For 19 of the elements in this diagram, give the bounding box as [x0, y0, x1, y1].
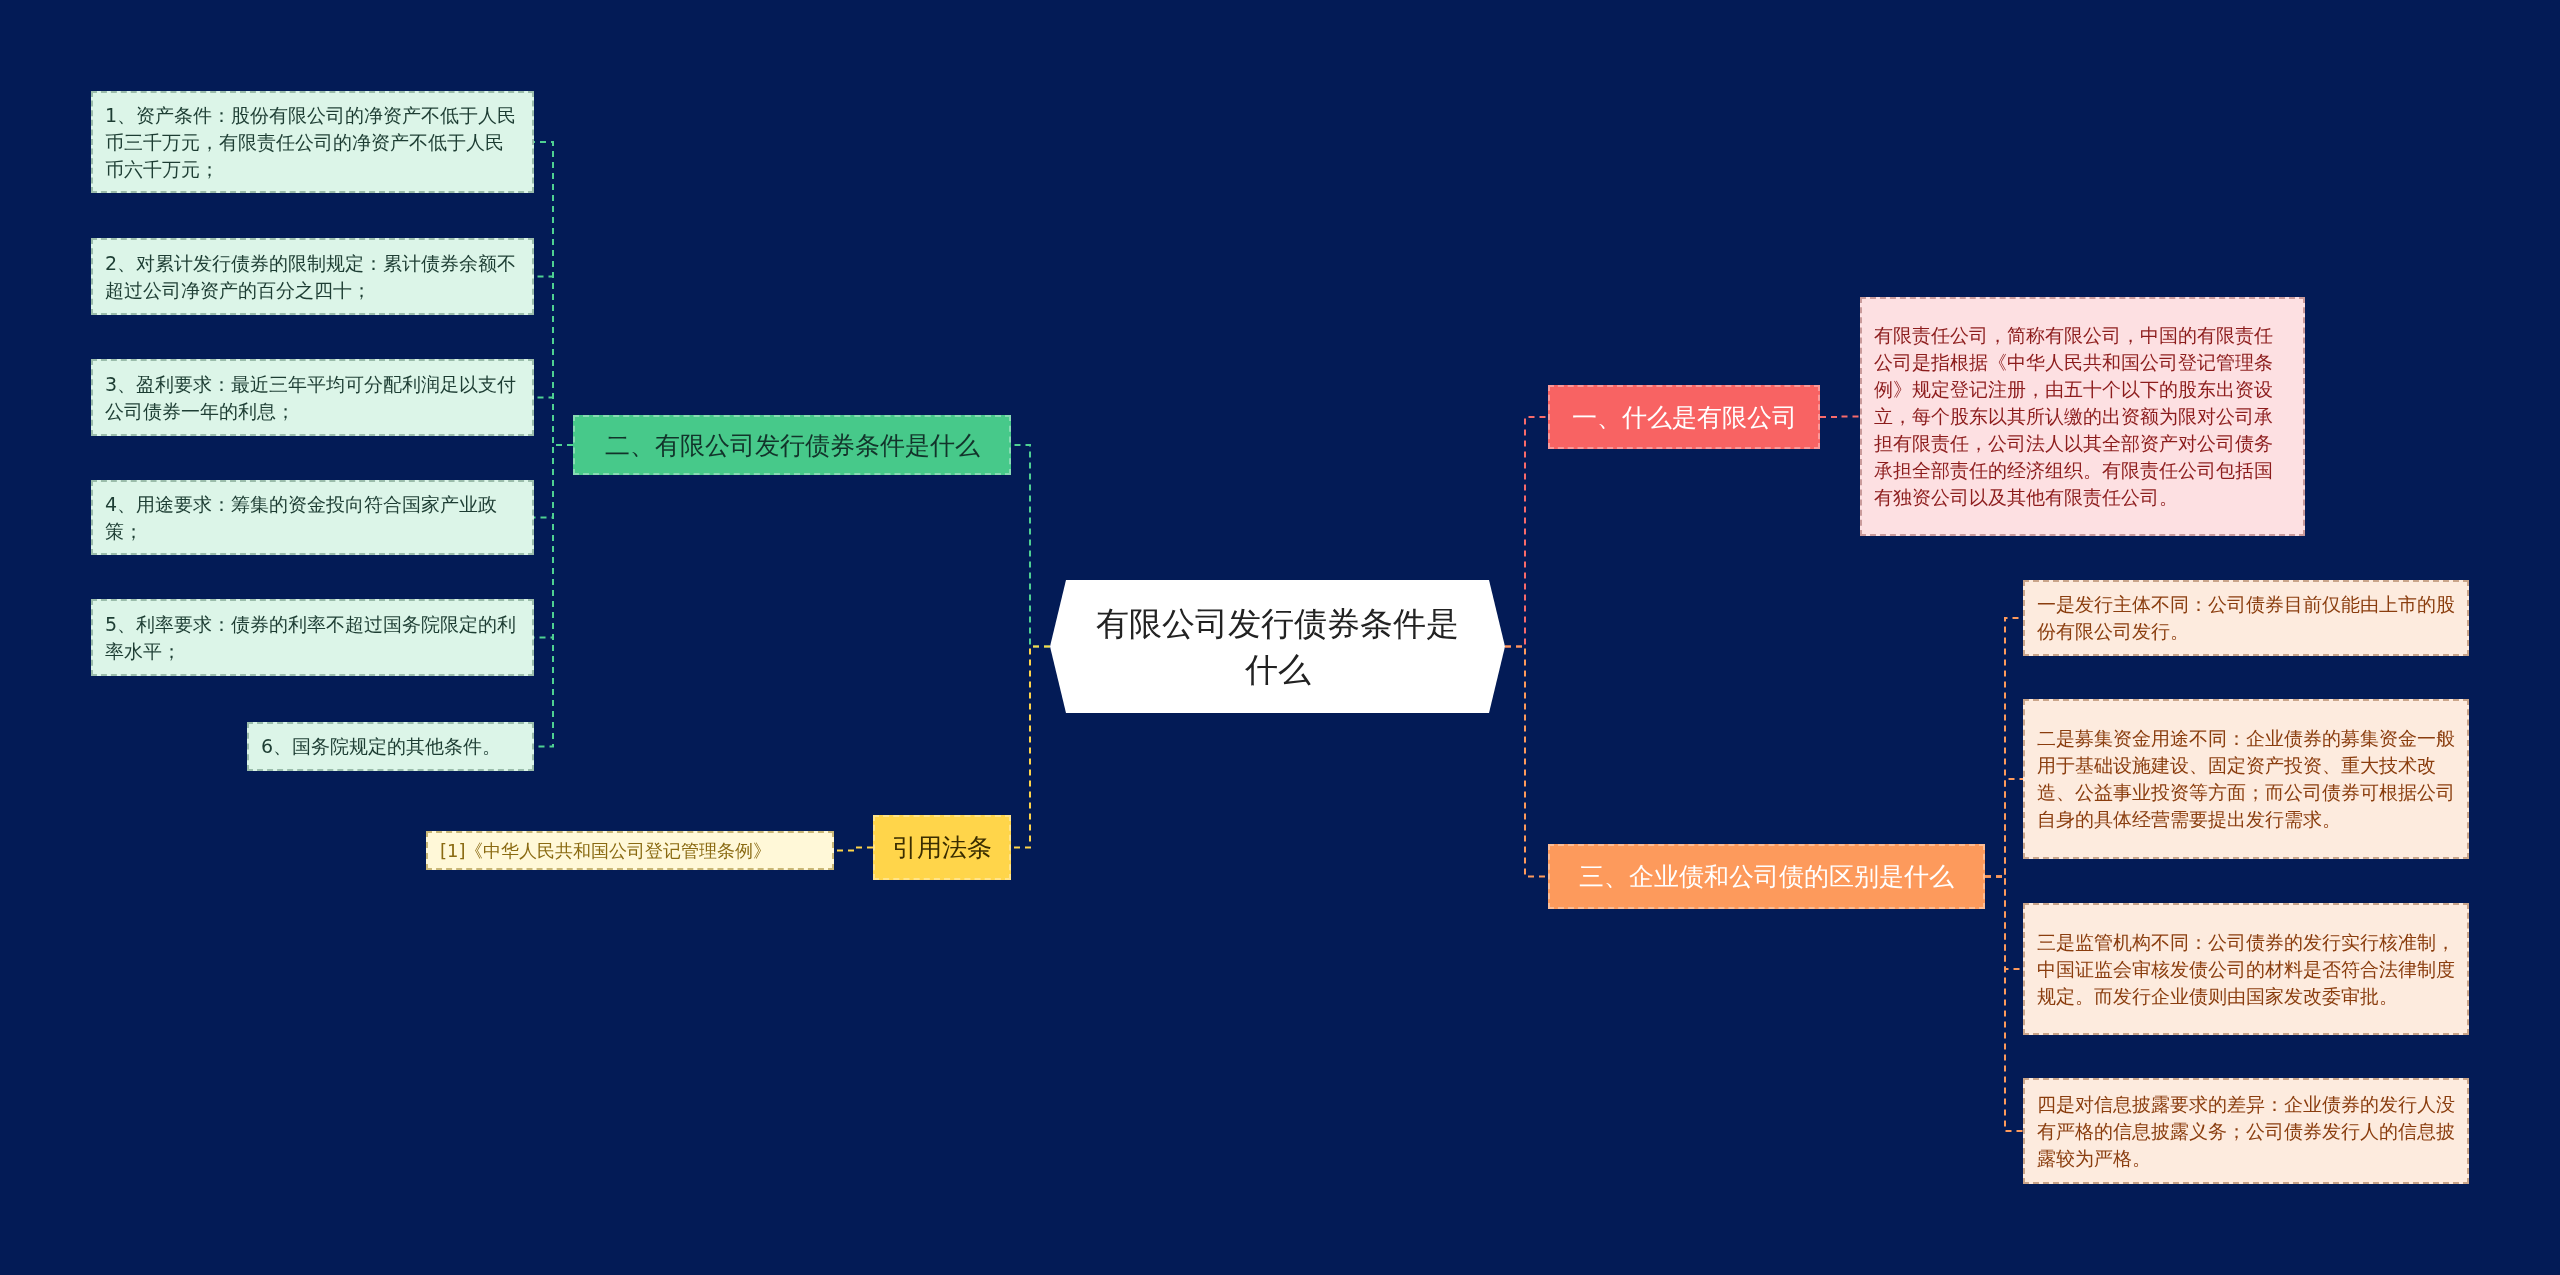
note-box: 5、利率要求：债券的利率不超过国务院限定的利率水平； [91, 599, 534, 676]
note-box: 二是募集资金用途不同：企业债券的募集资金一般用于基础设施建设、固定资产投资、重大技术改造、公益事业投资等方面；而公司债券可根据公司自身的具体经营需要提出发行需求。 [2023, 699, 2469, 859]
note-box: 有限责任公司，简称有限公司，中国的有限责任公司是指根据《中华人民共和国公司登记管理条例》规定登记注册，由五十个以下的股东出资设立，每个股东以其所认缴的出资额为限对公司承担有限责任，公司法人以其全部资产对公司债务承担全部责任的经济组织。有限责任公司包括国有独资公司以及其他有限责任公司。 [1860, 297, 2305, 536]
note-box: 4、用途要求：筹集的资金投向符合国家产业政策； [91, 480, 534, 555]
topic-box: 二、有限公司发行债券条件是什么 [573, 415, 1011, 475]
connector-line [1819, 415, 1861, 418]
note-box: 2、对累计发行债券的限制规定：累计债券余额不超过公司净资产的百分之四十； [91, 238, 534, 315]
note-box: 6、国务院规定的其他条件。 [247, 722, 534, 771]
central-topic-box: 有限公司发行债券条件是什么 [1050, 580, 1505, 713]
topic-box: 三、企业债和公司债的区别是什么 [1548, 844, 1985, 909]
note-box: 三是监管机构不同：公司债券的发行实行核准制，中国证监会审核发债公司的材料是否符合法律制度规定。而发行企业债则由国家发改委审批。 [2023, 903, 2469, 1035]
note-box: [1]《中华人民共和国公司登记管理条例》 [426, 831, 834, 870]
note-box: 3、盈利要求：最近三年平均可分配利润足以支付公司债券一年的利息； [91, 359, 534, 436]
connector-line [1984, 875, 2024, 1132]
topic-box: 引用法条 [873, 815, 1011, 880]
topic-box: 一、什么是有限公司 [1548, 385, 1820, 449]
note-box: 四是对信息披露要求的差异：企业债券的发行人没有严格的信息披露义务；公司债券发行人的信息披露较为严格。 [2023, 1078, 2469, 1184]
note-box: 1、资产条件：股份有限公司的净资产不低于人民币三千万元，有限责任公司的净资产不低于人民币六千万元； [91, 91, 534, 193]
note-box: 一是发行主体不同：公司债券目前仅能由上市的股份有限公司发行。 [2023, 580, 2469, 656]
